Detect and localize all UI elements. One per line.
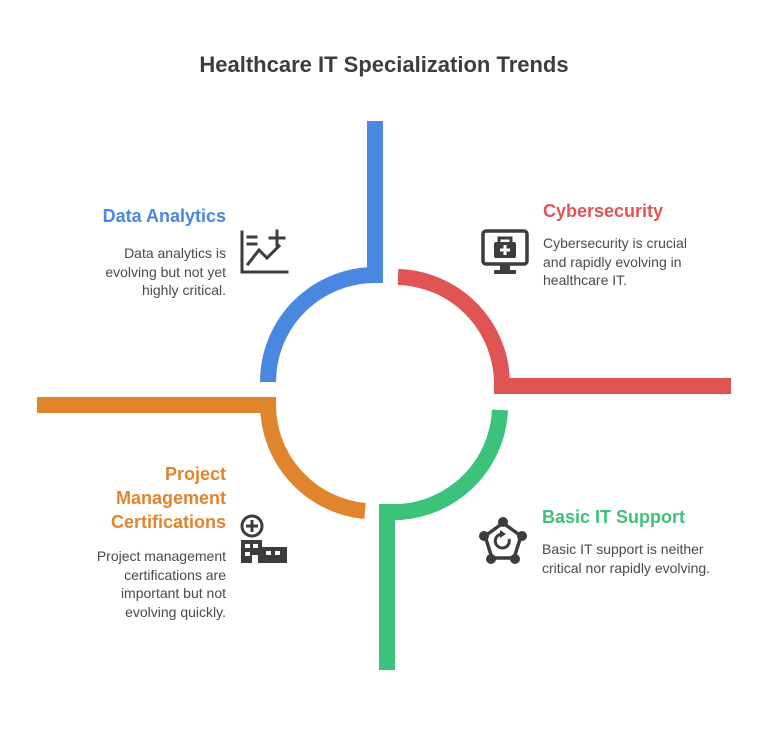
project-management-title: Project Management Certifications — [110, 464, 226, 532]
basic-it-support-title: Basic IT Support — [542, 507, 686, 527]
cybersecurity-title: Cybersecurity — [543, 201, 664, 221]
cybersecurity-description: Cybersecurity is crucial and rapidly evo… — [543, 235, 687, 288]
basic-it-support-description: Basic IT support is neither critical nor… — [542, 541, 711, 576]
network-refresh-icon — [479, 517, 527, 564]
project-management-arc — [260, 404, 366, 519]
data-analytics-description: Data analytics is evolving but not yet h… — [105, 245, 226, 298]
hospital-building-icon — [240, 514, 287, 563]
data-analytics-arc — [260, 267, 376, 383]
basic-it-support-arc — [386, 409, 508, 521]
data-analytics-title: Data Analytics — [102, 206, 226, 226]
cybersecurity-arc — [397, 269, 511, 386]
chart-plus-icon — [240, 229, 289, 274]
monitor-medical-icon — [481, 229, 529, 274]
page-title: Healthcare IT Specialization Trends — [199, 52, 569, 77]
project-management-description: Project management certifications are im… — [96, 548, 226, 620]
